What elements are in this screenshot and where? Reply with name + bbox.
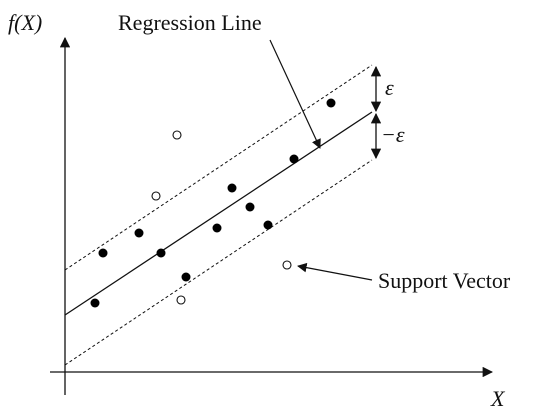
data-point xyxy=(227,183,237,193)
data-point xyxy=(263,220,273,230)
data-point xyxy=(98,248,108,258)
lower-epsilon-boundary xyxy=(64,159,373,366)
data-point xyxy=(326,98,336,108)
support-vector-pointer xyxy=(297,262,373,281)
regression-line xyxy=(64,111,373,316)
regression-line-pointer xyxy=(269,39,321,149)
data-point xyxy=(134,228,144,238)
data-point xyxy=(90,298,100,308)
upper-epsilon-boundary xyxy=(64,64,373,271)
data-point xyxy=(245,202,255,212)
data-point xyxy=(212,223,222,233)
data-point xyxy=(181,272,191,282)
support-vector-label: Support Vector xyxy=(378,268,511,293)
minus-epsilon-label: −ε xyxy=(381,122,405,147)
y-axis-label: f(X) xyxy=(8,10,42,35)
support-vector-point xyxy=(282,260,292,270)
support-vector-point xyxy=(172,130,182,140)
data-point xyxy=(156,248,166,258)
support-vector-point xyxy=(176,295,186,305)
support-vector-point xyxy=(151,191,161,201)
regression-line-label: Regression Line xyxy=(118,10,262,35)
epsilon-label: ε xyxy=(385,75,394,100)
data-point xyxy=(289,154,299,164)
x-axis-label: X xyxy=(490,386,506,411)
